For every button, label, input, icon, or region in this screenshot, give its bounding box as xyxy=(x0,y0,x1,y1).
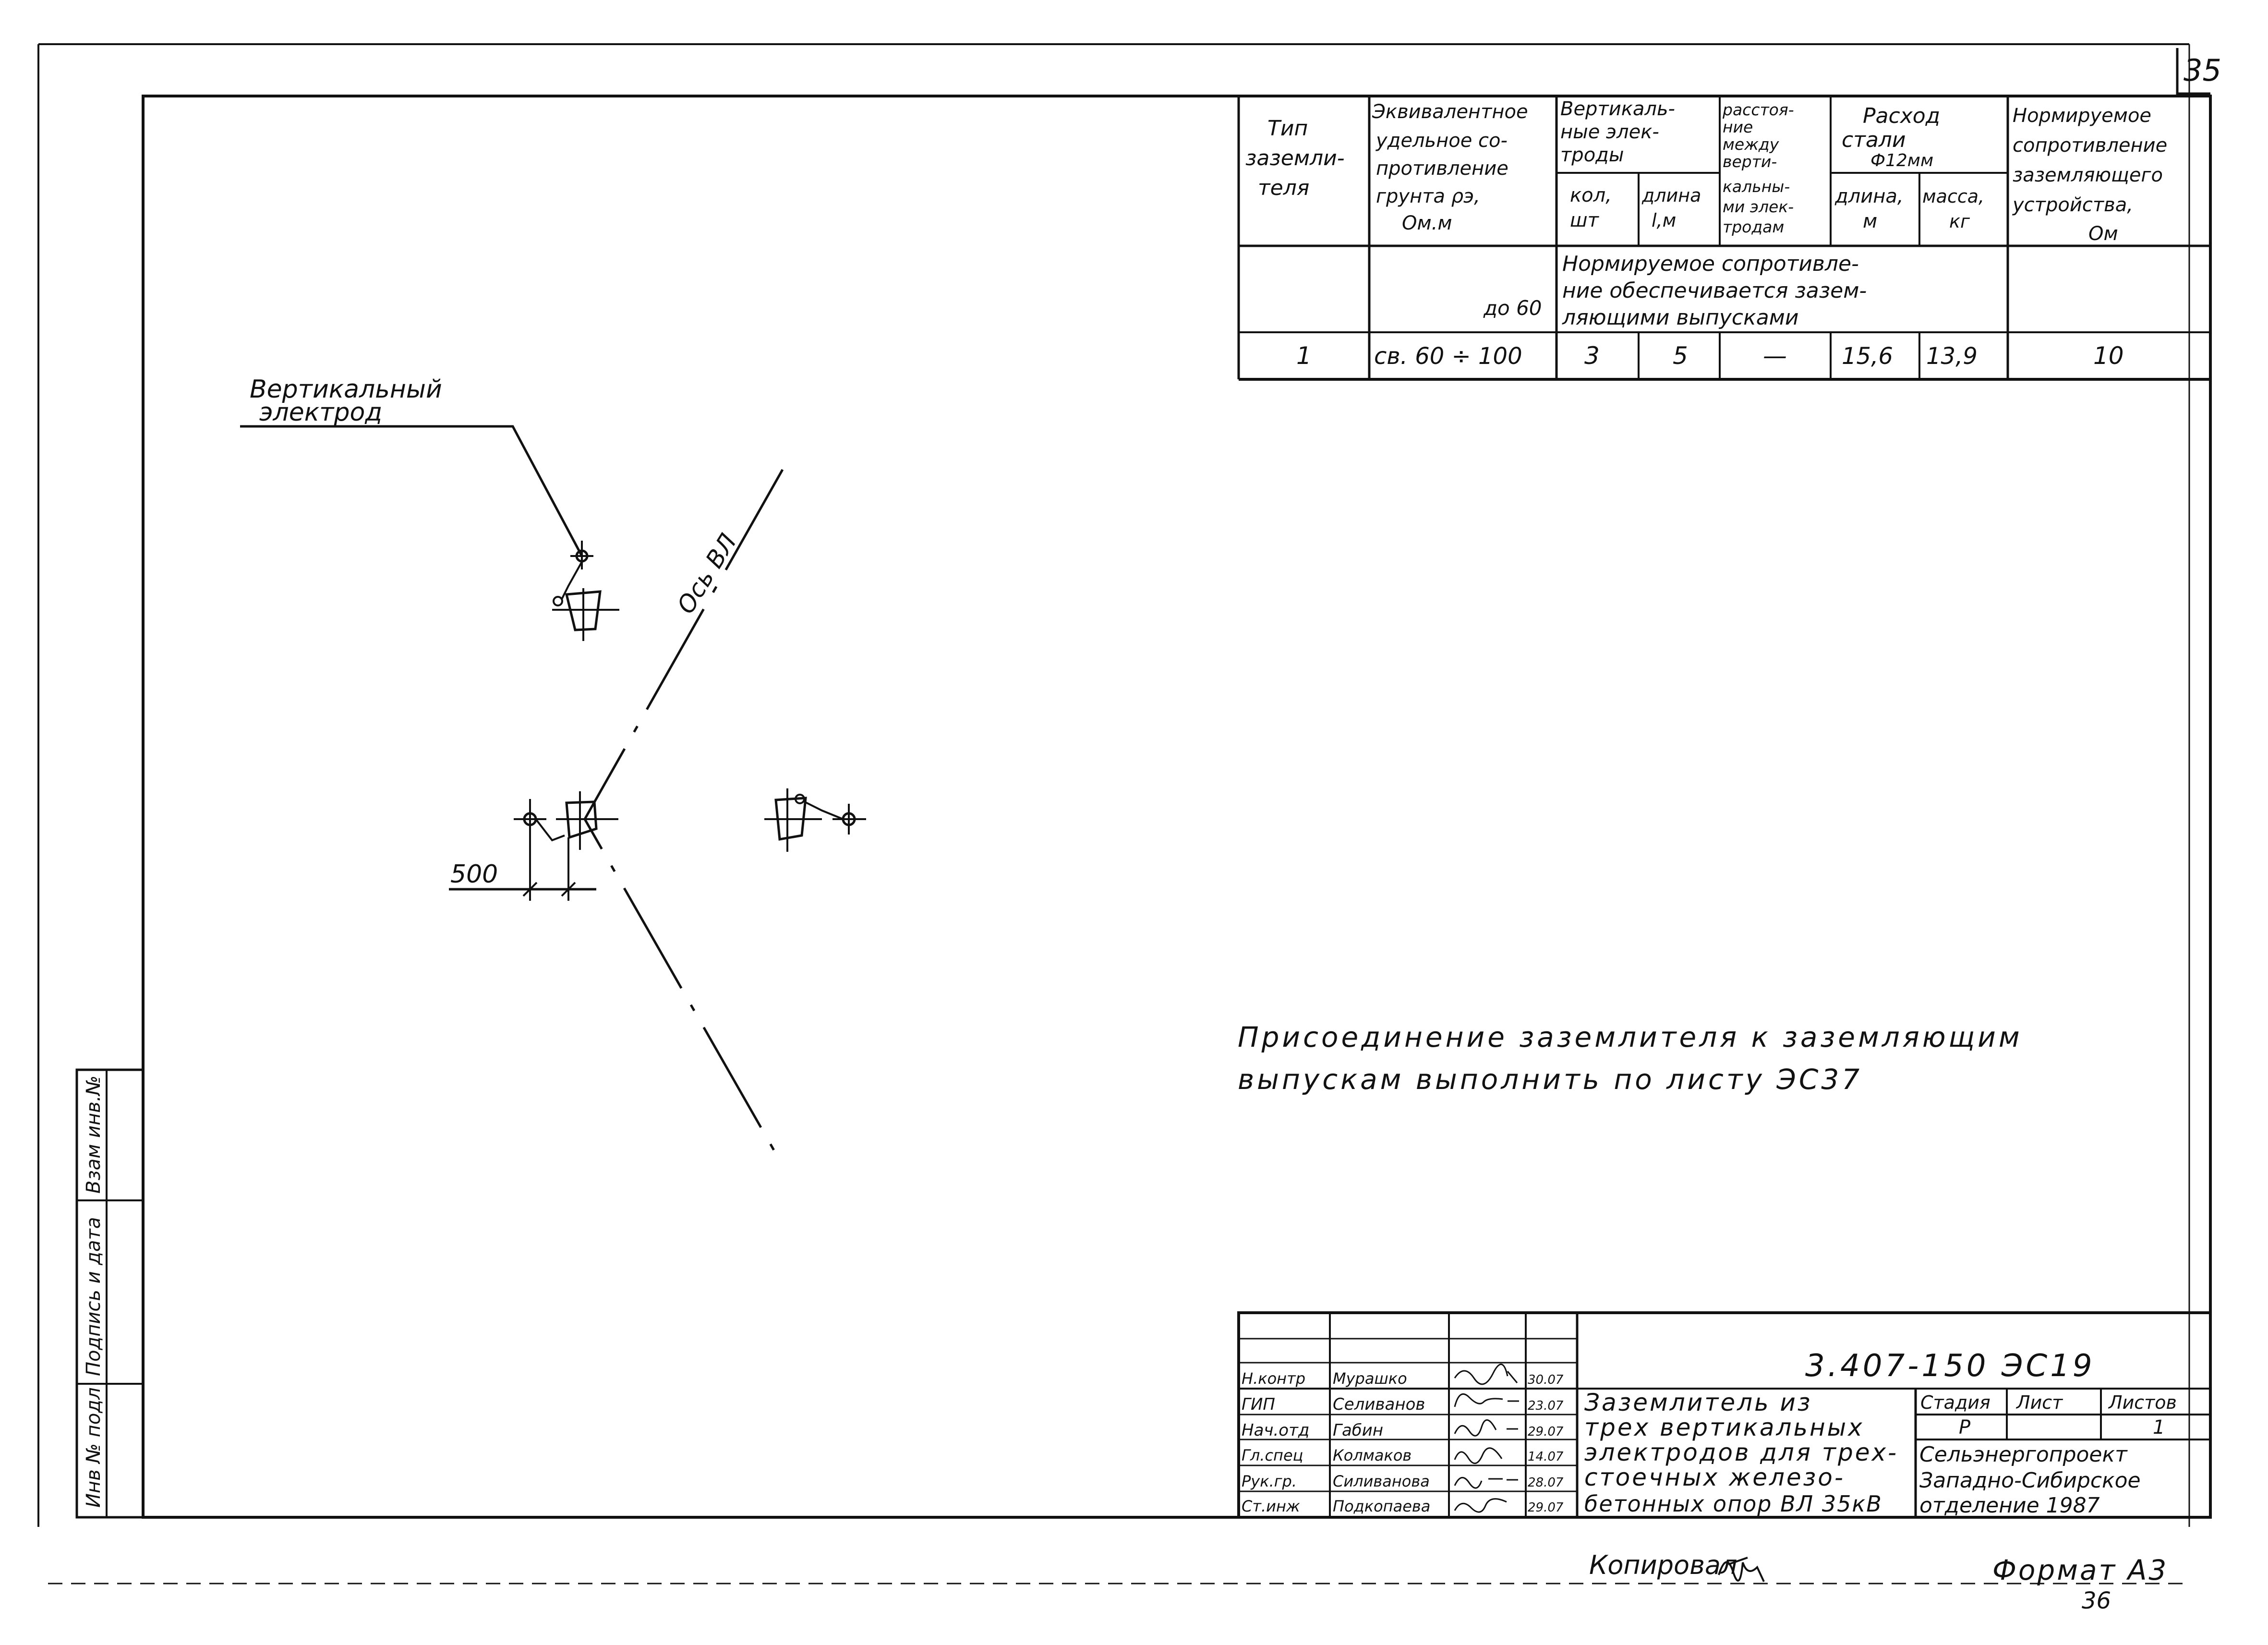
role-label: Рук.гр. xyxy=(1242,1472,1297,1490)
organization: Сельэнергопроект Западно-Сибирское отдел… xyxy=(1919,1442,2147,1518)
header-vertical-electrodes: Вертикаль- ные элек- троды xyxy=(1560,98,1681,166)
role-label: ГИП xyxy=(1242,1395,1275,1414)
dimension-500 xyxy=(449,837,596,901)
sign-date: 14.07 xyxy=(1528,1450,1564,1464)
signer-name: Селиванов xyxy=(1333,1395,1425,1414)
axis-label: Ось ВЛ xyxy=(672,529,742,618)
document-code: 3.407-150 ЭС19 xyxy=(1805,1348,2095,1384)
role-label: Ст.инж xyxy=(1242,1497,1300,1515)
role-label: Гл.спец xyxy=(1242,1446,1303,1464)
signatures xyxy=(1454,1363,1519,1513)
grounding-plan: Ось ВЛ 500 xyxy=(240,425,866,1163)
role-label: Н.контр xyxy=(1242,1369,1305,1388)
copier-signature xyxy=(1718,1557,1765,1582)
sheet-count: 36 xyxy=(2082,1587,2111,1614)
electrode-leader xyxy=(240,425,583,557)
header-distance: расстоя- ние между верти- кальны- ми эле… xyxy=(1722,100,1799,236)
top-electrode xyxy=(553,541,593,606)
header-steel-mass: масса, кг xyxy=(1922,186,1990,232)
signer-name: Мурашко xyxy=(1333,1369,1407,1388)
stage-value: Р xyxy=(1959,1416,1971,1439)
header-steel: Расход стали Ф12мм xyxy=(1842,104,1947,170)
stamp-inv-original: Инв № подл xyxy=(83,1387,105,1508)
row2-norm: 10 xyxy=(2093,342,2124,370)
row2-distance: — xyxy=(1763,342,1787,370)
stamp-replaces-inv: Взам инв.№ xyxy=(83,1076,105,1194)
sign-date: 29.07 xyxy=(1528,1500,1564,1515)
header-length: длина l,м xyxy=(1641,185,1707,231)
right-electrode xyxy=(804,801,866,835)
header-norm-resistance: Нормируемое сопротивление заземляющего у… xyxy=(2012,105,2173,245)
format-label: Формат А3 xyxy=(1992,1554,2168,1586)
top-pole-footing xyxy=(552,588,619,641)
signer-name: Силиванова xyxy=(1333,1472,1430,1490)
left-electrode xyxy=(514,799,565,901)
title-block xyxy=(1237,1311,2212,1519)
line-axis xyxy=(583,469,784,1163)
row2-steel-mass: 13,9 xyxy=(1926,343,1978,370)
row2-count: 3 xyxy=(1584,342,1600,370)
copied-by-label: Копировал xyxy=(1589,1550,1737,1580)
sign-date: 28.07 xyxy=(1528,1476,1564,1490)
parameter-table xyxy=(1237,96,2210,381)
sheets-value: 1 xyxy=(2153,1416,2165,1439)
signer-name: Подкопаева xyxy=(1333,1497,1430,1515)
sheet-header: Лист xyxy=(2015,1392,2063,1413)
stage-header: Стадия xyxy=(1920,1392,1991,1413)
header-type: Тип заземли- теля xyxy=(1245,116,1351,200)
header-count: кол, шт xyxy=(1570,184,1618,231)
sign-date: 23.07 xyxy=(1528,1399,1564,1413)
signer-name: Колмаков xyxy=(1333,1446,1411,1464)
stamp-signature-date: Подпись и дата xyxy=(83,1217,105,1376)
row2-resistivity: св. 60 ÷ 100 xyxy=(1374,343,1522,370)
approval-rows: Н.контр Мурашко 30.07 ГИП Селиванов 23.0… xyxy=(1242,1369,1564,1515)
signer-name: Габин xyxy=(1333,1421,1383,1440)
row2-type: 1 xyxy=(1296,342,1312,370)
right-pole-footing xyxy=(764,788,822,852)
sign-date: 29.07 xyxy=(1528,1425,1564,1439)
electrode-label: Вертикальный электрод xyxy=(250,375,450,427)
document-title: Заземлитель из трех вертикальных электро… xyxy=(1584,1389,1908,1517)
page-number-box xyxy=(2176,48,2210,95)
row2-length: 5 xyxy=(1673,342,1688,370)
sheets-header: Листов xyxy=(2108,1392,2177,1413)
general-note: Присоединение заземлителя к заземляющим … xyxy=(1238,1021,2034,1096)
role-label: Нач.отд xyxy=(1242,1421,1309,1440)
drawing-frame xyxy=(142,95,2212,1519)
row1-resistivity: до 60 xyxy=(1483,296,1542,320)
row2-steel-length: 15,6 xyxy=(1842,343,1893,370)
center-pole-footing xyxy=(556,791,618,850)
sign-date: 30.07 xyxy=(1528,1373,1564,1387)
page-number: 35 xyxy=(2184,53,2221,88)
dimension-500-label: 500 xyxy=(450,860,498,889)
header-resistivity: Эквивалентное удельное со- противление г… xyxy=(1372,101,1534,234)
side-stamp xyxy=(75,1068,145,1519)
row1-note: Нормируемое сопротивле- ние обеспечивает… xyxy=(1562,252,1873,330)
header-steel-length: длина, м xyxy=(1834,185,1909,232)
